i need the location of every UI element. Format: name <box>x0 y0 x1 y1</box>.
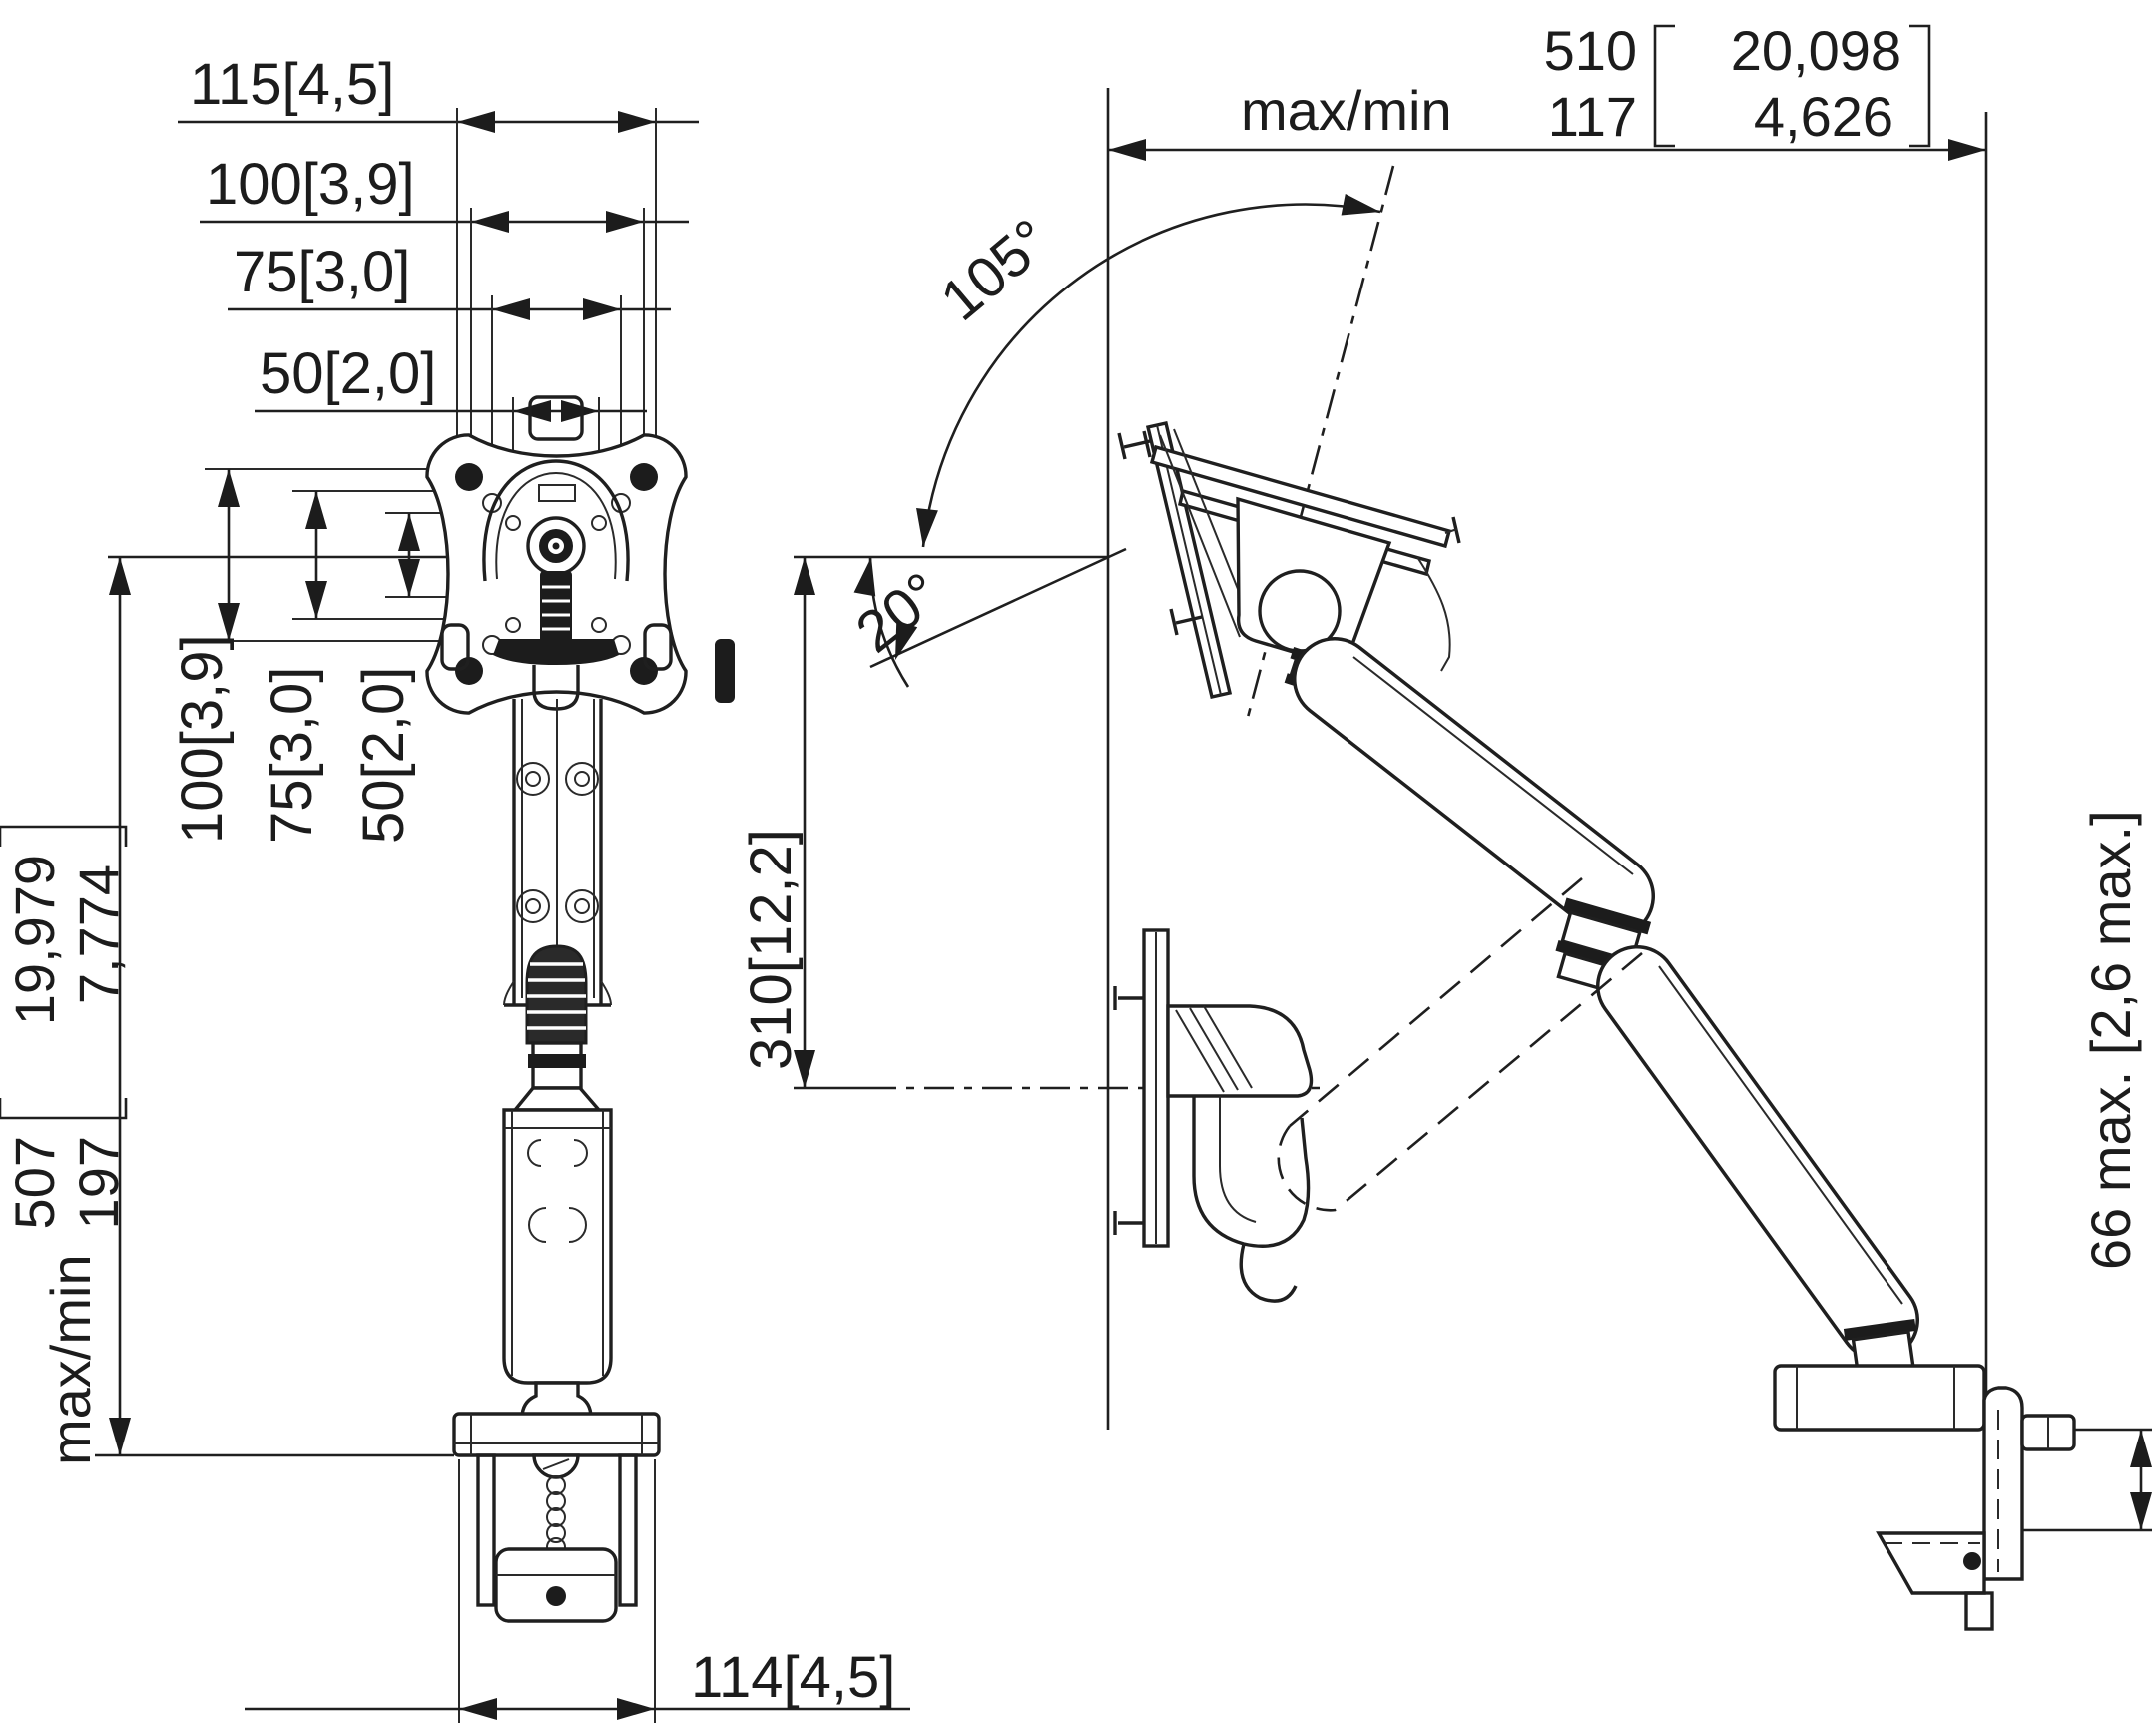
monitor-head-max-side <box>1117 420 1461 700</box>
reach-min-in: 4,626 <box>1754 85 1893 148</box>
dim-50-label: 50[2,0] <box>260 341 436 406</box>
vesa-plate-front <box>425 395 735 715</box>
lower-column <box>502 1108 613 1385</box>
joint-band <box>528 1054 586 1068</box>
front-dim-height: max/min 507 197 19,979 7,774 <box>0 555 519 1465</box>
vesa-hole-bl <box>455 657 483 685</box>
angle-20-label: 20° <box>844 560 953 665</box>
dim-75-label: 75[3,0] <box>234 240 410 304</box>
clamp-plate-side <box>1773 1364 1986 1432</box>
dim-114-label: 114[4,5] <box>691 1645 895 1710</box>
height-min-mm: 197 <box>67 1136 130 1229</box>
desk-clamp-front <box>452 1412 661 1623</box>
foot-screw <box>1963 1552 1981 1570</box>
boss <box>516 762 550 796</box>
front-dim-115: 115[4,5] <box>178 52 699 451</box>
shield-slot <box>538 484 576 502</box>
arm-front <box>502 699 613 1432</box>
height-min-in: 7,774 <box>67 865 130 1004</box>
boss <box>565 889 599 923</box>
bracket-close <box>0 825 128 847</box>
clamp-bracket-side <box>1982 1386 2024 1581</box>
vesa-hole-br <box>630 657 658 685</box>
dim-100-label: 100[3,9] <box>206 152 415 217</box>
reach-max-mm: 510 <box>1544 19 1637 82</box>
reach-max-in: 20,098 <box>1731 19 1901 82</box>
clamp-plate <box>452 1412 661 1457</box>
reach-prefix: max/min <box>1241 79 1452 142</box>
side-dim-lift: 310[12,2] <box>739 557 815 1088</box>
side-dim-reach: max/min 510 117 20,098 4,626 <box>1108 19 1986 161</box>
min-head-bracket <box>1166 1004 1314 1098</box>
dim-v50-label: 50[2,0] <box>351 667 416 844</box>
front-dim-clamp-width: 114[4,5] <box>245 1459 910 1723</box>
height-label: max/min 507 197 19,979 7,774 <box>0 825 130 1465</box>
clamp-screw-shaft <box>1964 1591 1994 1631</box>
min-head-arm-cap <box>1192 1096 1311 1248</box>
clamp-rail-left <box>476 1453 496 1607</box>
height-max-in: 19,979 <box>3 855 66 1025</box>
joint-flare <box>511 1086 603 1112</box>
clamp-rail-right <box>618 1453 638 1607</box>
bracket-open <box>0 1098 128 1120</box>
boss <box>516 889 550 923</box>
dim-v100-label: 100[3,9] <box>170 634 235 844</box>
front-dim-100: 100[3,9] <box>200 152 689 461</box>
side-tab-left <box>440 623 470 671</box>
monitor-head-min-side <box>1113 928 1314 1303</box>
vesa-hole-tl <box>455 463 483 491</box>
height-prefix: max/min <box>39 1254 102 1465</box>
clamp-tbar <box>493 639 619 665</box>
bracket-open <box>1653 24 1675 148</box>
upper-arm-side <box>1293 637 1655 938</box>
tension-tab <box>715 639 735 703</box>
side-dim-desk-thickness: 66 max. [2,6 max.] <box>2079 810 2152 1530</box>
dim-v75-label: 75[3,0] <box>260 667 324 844</box>
side-angle-20: 20° <box>844 547 1127 688</box>
dim-66-label: 66 max. [2,6 max.] <box>2079 810 2142 1270</box>
front-dim-vertical-100: 100[3,9] <box>170 468 461 844</box>
min-head-hook <box>1239 1243 1298 1303</box>
stem <box>540 571 572 643</box>
angle-105-label: 105° <box>929 207 1063 333</box>
base-clamp-side <box>1773 1318 2076 1631</box>
reach-min-mm: 117 <box>1548 85 1637 148</box>
plate-top-cap <box>528 395 584 441</box>
dim-115-label: 115[4,5] <box>190 52 394 117</box>
vesa-hole-tr <box>630 463 658 491</box>
pad-screw <box>546 1586 566 1606</box>
side-tab-right <box>643 623 673 671</box>
screw-head <box>532 1453 580 1479</box>
front-dim-vertical-50: 50[2,0] <box>351 512 511 844</box>
lower-arm-side <box>1596 945 1919 1361</box>
front-dim-75: 75[3,0] <box>228 240 671 489</box>
ghost-arm-dashed <box>1277 877 1643 1212</box>
clamp-pad <box>494 1547 618 1623</box>
shield-inner <box>495 471 617 580</box>
monitor-rail-top <box>1149 444 1452 549</box>
bracket-close <box>1909 24 1931 148</box>
dim-310-label: 310[12,2] <box>739 829 804 1070</box>
boss <box>565 762 599 796</box>
shield-outer <box>482 459 630 582</box>
height-max-mm: 507 <box>3 1136 66 1229</box>
